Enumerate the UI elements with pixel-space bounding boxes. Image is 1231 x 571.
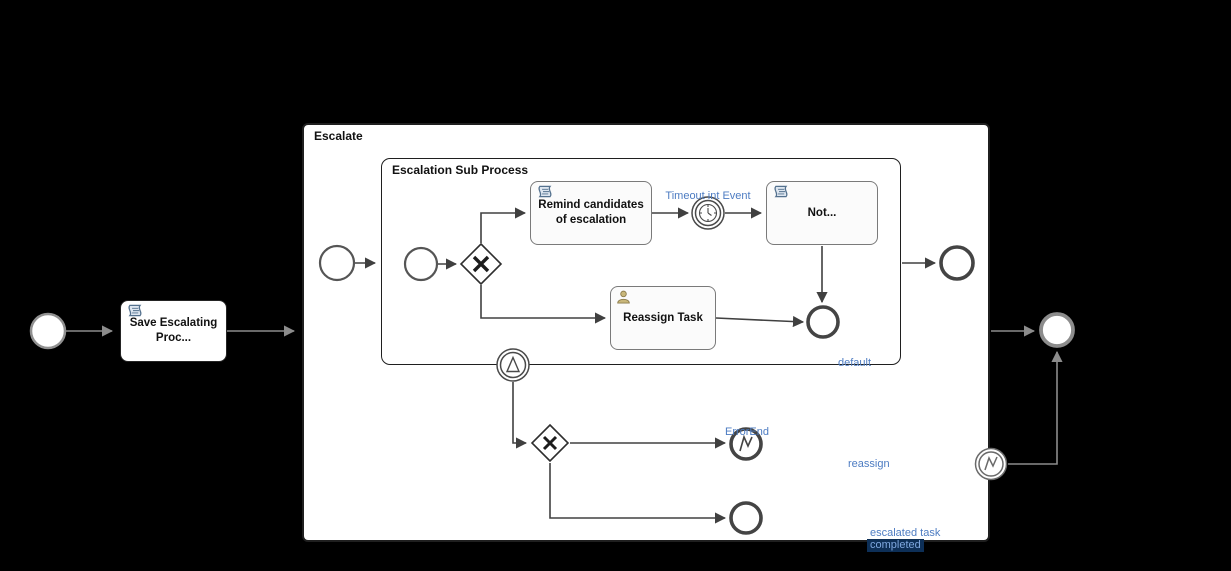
label-reassign-flow[interactable]: reassign — [848, 458, 890, 470]
task-remind-candidates[interactable]: Remind candidates of escalation — [530, 181, 652, 245]
label-error-end[interactable]: ErrorEnd — [724, 426, 770, 438]
start-event-main[interactable] — [29, 312, 67, 350]
task-notify[interactable]: Not... — [766, 181, 878, 245]
task-label: Remind candidates of escalation — [538, 199, 644, 226]
script-icon — [772, 185, 789, 199]
task-label: Save Escalating Proc... — [129, 317, 218, 344]
task-label: Reassign Task — [623, 311, 703, 324]
sub-process-title: Escalation Sub Process — [392, 163, 529, 177]
task-reassign[interactable]: Reassign Task — [610, 286, 716, 350]
task-label: Not... — [807, 206, 837, 219]
script-icon — [126, 304, 143, 318]
user-icon — [616, 290, 631, 304]
label-default-flow[interactable]: default — [838, 357, 872, 369]
task-save-escalating-process[interactable]: Save Escalating Proc... — [120, 300, 227, 362]
label-completed[interactable]: completed — [867, 539, 924, 552]
label-escalated-task[interactable]: escalated task — [870, 527, 941, 539]
flow-error-boundary-to-main-end[interactable] — [1008, 350, 1063, 465]
end-event-main[interactable] — [1039, 312, 1075, 348]
label-timeout-event[interactable]: Timeout int Event — [665, 190, 751, 202]
escalate-title: Escalate — [314, 129, 363, 143]
script-icon — [536, 185, 553, 199]
